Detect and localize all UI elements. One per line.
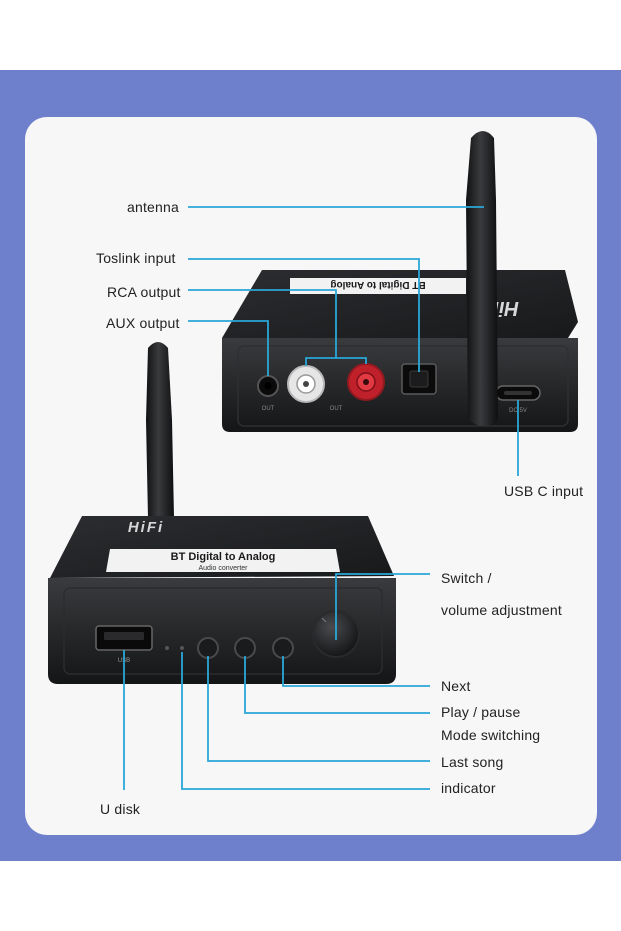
label-volume-adjustment: volume adjustment	[441, 602, 562, 618]
label-next: Next	[441, 678, 471, 694]
play-pause-leader	[244, 656, 430, 714]
label-indicator: indicator	[441, 780, 496, 796]
label-last-song: Last song	[441, 754, 504, 770]
front-antenna-icon	[146, 342, 174, 518]
back-device: BT Digital to Analog HiFi OUT OUT DC 5V	[222, 131, 578, 432]
label-usb-c-input: USB C input	[504, 483, 584, 499]
back-top-label: BT Digital to Analog	[290, 278, 466, 294]
mode-button	[234, 637, 256, 659]
aux-leader	[188, 320, 269, 376]
indicator-leader	[181, 652, 430, 790]
led-dot	[165, 646, 169, 650]
label-antenna: antenna	[127, 199, 180, 215]
rca-branch	[305, 357, 367, 366]
antenna-icon	[466, 131, 498, 426]
brand-text: HiFi	[128, 519, 164, 536]
label-u-disk: U disk	[100, 801, 141, 817]
svg-text:BT Digital to Analog: BT Digital to Analog	[171, 551, 276, 563]
last-song-leader	[207, 656, 430, 762]
diagram-card	[25, 117, 597, 835]
label-aux-output: AUX output	[106, 315, 180, 331]
svg-text:Audio converter: Audio converter	[198, 565, 248, 572]
front-device: HiFi BT Digital to Analog Audio converte…	[48, 342, 396, 684]
svg-text:OUT: OUT	[330, 406, 343, 412]
play-pause-button	[272, 637, 294, 659]
front-device-panel	[48, 578, 396, 684]
label-switch: Switch /	[441, 570, 492, 586]
svg-text:OUT: OUT	[262, 406, 275, 412]
top-label	[106, 549, 340, 572]
indicator-led	[180, 646, 184, 650]
leader-lines	[123, 206, 519, 790]
svg-text:BT Digital to Analog: BT Digital to Analog	[330, 279, 425, 290]
label-mode-switching: Mode switching	[441, 727, 541, 743]
label-rca-output: RCA output	[107, 284, 181, 300]
rca-leader	[188, 289, 337, 358]
switch-leader	[335, 573, 430, 640]
label-toslink-input: Toslink input	[96, 250, 176, 266]
label-play-pause: Play / pause	[441, 704, 521, 720]
toslink-leader	[188, 258, 420, 372]
next-leader	[282, 656, 430, 687]
last-song-button	[197, 637, 219, 659]
